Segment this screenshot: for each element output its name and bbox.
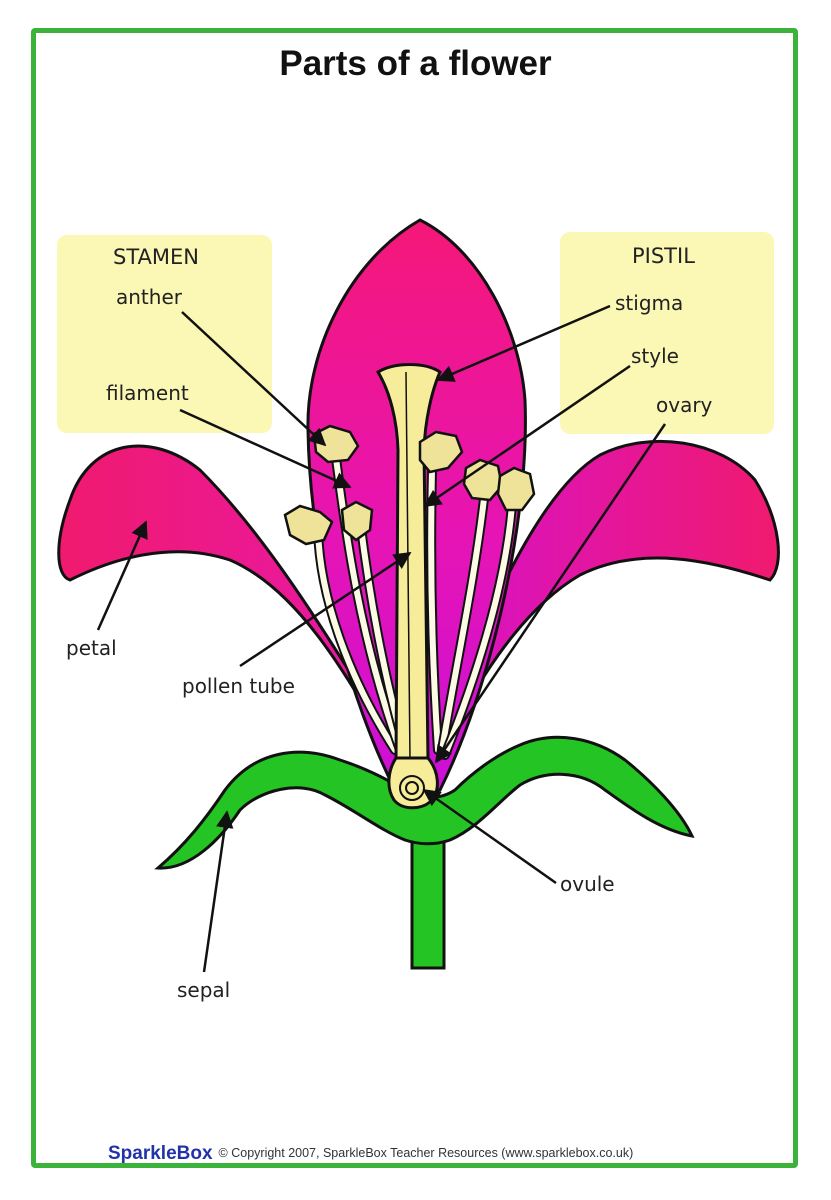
copyright-text: © Copyright 2007, SparkleBox Teacher Res… [218,1146,634,1160]
stem [410,828,446,970]
pointer-pollen-tube [239,551,412,668]
page-title: Parts of a flower [279,44,552,83]
pointer-sepal [202,810,234,973]
pointer-stigma [436,304,611,382]
pointer-lines [96,304,667,973]
pistil-panel [560,232,774,434]
pointer-style [423,364,631,508]
label-anther: anther [116,285,182,309]
label-ovary: ovary [656,393,713,417]
label-ovule: ovule [560,872,615,896]
label-sepal: sepal [177,978,231,1002]
ovule-mark [399,775,425,801]
pointer-ovule [422,788,557,885]
pointer-petal [96,520,148,631]
footer: SparkleBox © Copyright 2007, SparkleBox T… [108,1143,808,1165]
pointer-filament [179,408,352,489]
pointer-ovary [434,423,667,764]
pointer-anther [181,311,327,447]
stamen-heading: STAMEN [113,245,199,269]
label-petal: petal [66,636,117,660]
sparklebox-logo: SparkleBox [108,1143,213,1164]
right-petal [438,439,780,761]
label-style: style [631,344,679,368]
label-pollen-tube: pollen tube [182,674,295,698]
label-stigma: stigma [615,291,684,315]
pistil-heading: PISTIL [632,244,695,268]
stamen-panel [57,235,272,433]
label-filament: filament [106,381,189,405]
